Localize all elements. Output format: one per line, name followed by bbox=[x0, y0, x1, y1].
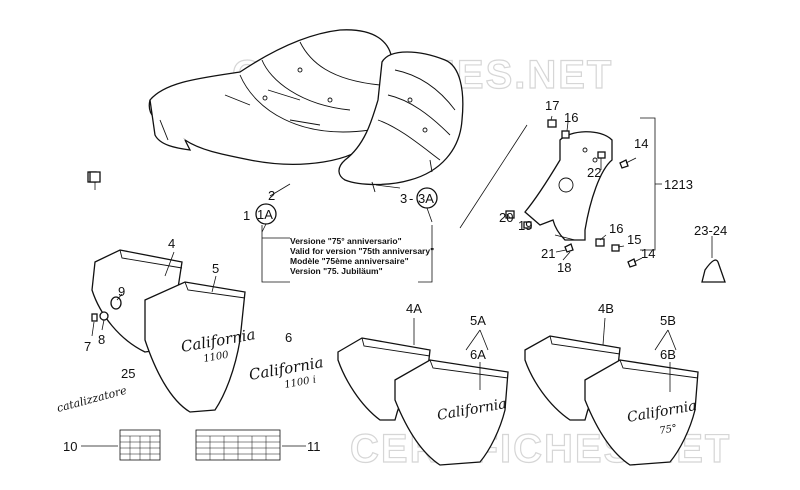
label-8: 8 bbox=[98, 332, 105, 347]
decal-1100i: 1100 i bbox=[284, 375, 317, 391]
bracket-hardware bbox=[505, 119, 643, 268]
label-3: 3 bbox=[400, 191, 407, 206]
label-5a: 5A bbox=[470, 313, 486, 328]
version-note-line-2: Valid for version "75th anniversary" bbox=[290, 246, 434, 256]
label-1213: 1213 bbox=[664, 177, 693, 192]
decal-1100: 1100 bbox=[203, 350, 231, 365]
label-3-dash: - bbox=[409, 191, 413, 206]
label-20: 20 bbox=[499, 210, 513, 225]
label-22: 22 bbox=[587, 165, 601, 180]
label-6: 6 bbox=[285, 330, 292, 345]
decal-catalizzatore: catalizzatore bbox=[55, 384, 128, 415]
label-21: 21 bbox=[541, 246, 555, 261]
label-16-top: 16 bbox=[564, 110, 578, 125]
label-4a: 4A bbox=[406, 301, 422, 316]
label-1: 1 bbox=[243, 208, 250, 223]
label-5: 5 bbox=[212, 261, 219, 276]
label-9: 9 bbox=[118, 284, 125, 299]
label-11: 11 bbox=[307, 439, 321, 454]
label-17: 17 bbox=[545, 98, 559, 113]
panel-hardware bbox=[91, 296, 122, 322]
label-7: 7 bbox=[84, 339, 91, 354]
label-6a: 6A bbox=[470, 347, 486, 362]
part-labels: 1 1A 2 3 - 3A 4 5 6 7 8 9 10 11 1213 14 … bbox=[63, 98, 727, 454]
decal-75: 75° bbox=[659, 423, 678, 437]
label-3a: 3A bbox=[418, 191, 434, 206]
side-panel-5 bbox=[144, 281, 246, 413]
small-cover-23-24 bbox=[701, 259, 726, 283]
seat-fastener bbox=[89, 171, 101, 190]
label-25: 25 bbox=[121, 366, 135, 381]
leader-lines bbox=[81, 115, 677, 447]
version-note-line-1: Versione "75° anniversario" bbox=[290, 236, 402, 246]
label-18: 18 bbox=[557, 260, 571, 275]
label-4: 4 bbox=[168, 236, 175, 251]
version-note-line-4: Version "75. Jubiläum" bbox=[290, 266, 383, 276]
label-table-10 bbox=[119, 429, 161, 461]
label-6b: 6B bbox=[660, 347, 676, 362]
label-10: 10 bbox=[63, 439, 77, 454]
label-14-top: 14 bbox=[634, 136, 648, 151]
label-4b: 4B bbox=[598, 301, 614, 316]
label-1a: 1A bbox=[257, 207, 273, 222]
version-note-bracket bbox=[261, 225, 433, 283]
label-23-24: 23-24 bbox=[694, 223, 727, 238]
rear-seat-75 bbox=[338, 51, 464, 193]
version-note-line-3: Modèle "75ème anniversaire" bbox=[290, 256, 409, 266]
side-bracket bbox=[524, 131, 613, 241]
label-19: 19 bbox=[518, 218, 532, 233]
label-15: 15 bbox=[627, 232, 641, 247]
label-table-11 bbox=[195, 429, 281, 461]
bracket-group-outline bbox=[459, 117, 662, 251]
label-5b: 5B bbox=[660, 313, 676, 328]
label-16-bottom: 16 bbox=[609, 221, 623, 236]
label-14-bottom: 14 bbox=[641, 246, 655, 261]
label-2: 2 bbox=[268, 188, 275, 203]
